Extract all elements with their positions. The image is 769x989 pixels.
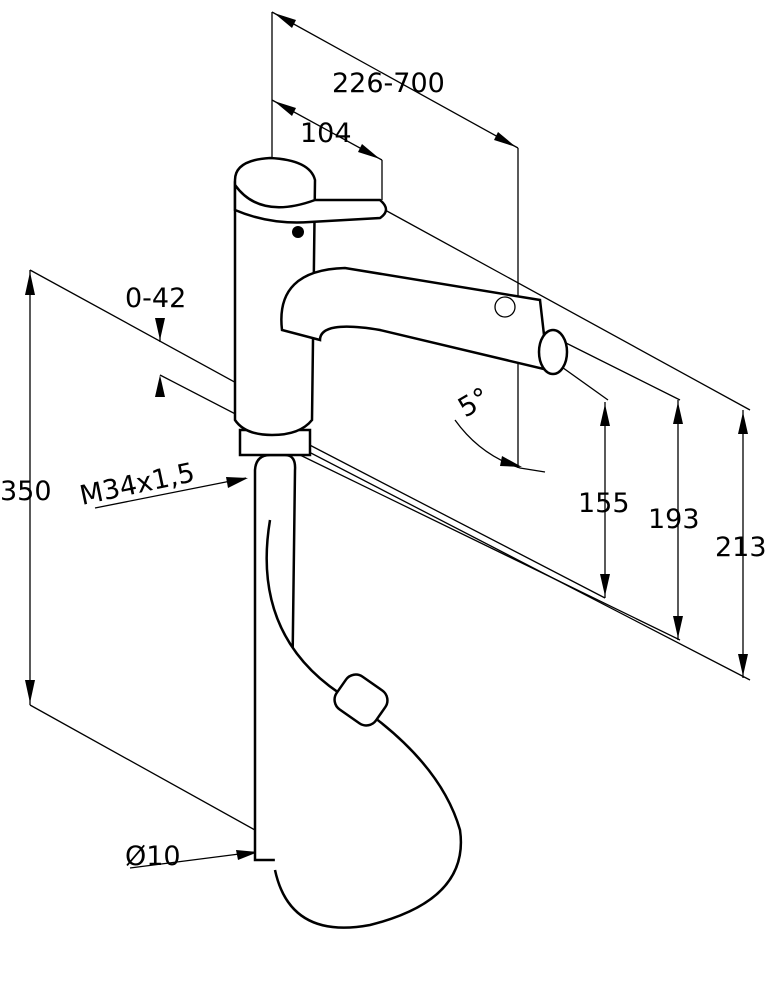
reach-label: 226-700: [332, 68, 445, 99]
angle-label: 5°: [453, 382, 495, 424]
extension-lines: [29, 11, 751, 831]
thread-label: M34x1,5: [77, 457, 197, 512]
hose-diameter-label: Ø10: [125, 841, 181, 872]
deck-thickness-label: 0-42: [125, 283, 186, 314]
dimension-lines: [25, 13, 748, 869]
overall-height-label: 213: [715, 532, 767, 563]
total-height-label: 350: [0, 476, 52, 507]
spout-height-label: 155: [578, 488, 630, 519]
faucet: [233, 156, 569, 929]
lever-offset-label: 104: [300, 118, 352, 149]
outlet-height-label: 193: [648, 504, 700, 535]
